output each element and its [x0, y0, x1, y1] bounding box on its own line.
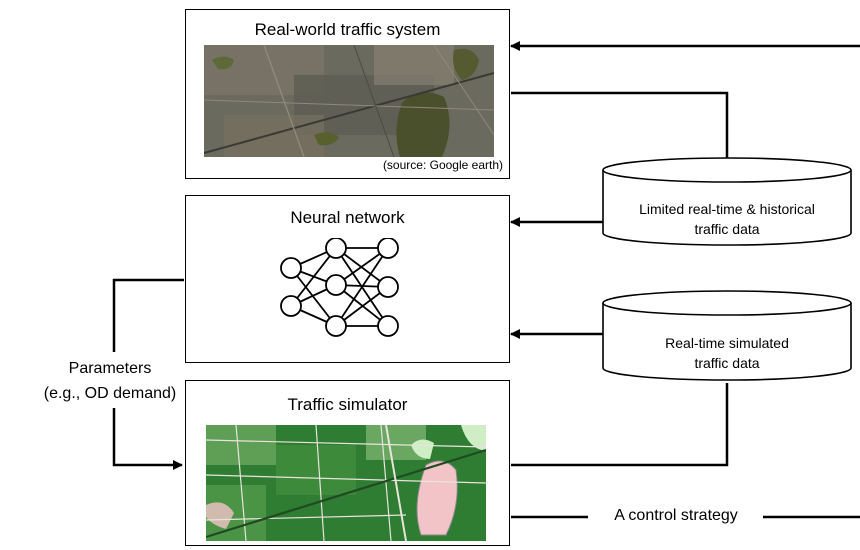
simulated-data-line2: traffic data	[694, 355, 760, 371]
parameters-arrow-bottom	[112, 408, 183, 470]
real-world-box: Real-world traffic system (source: Googl…	[185, 9, 510, 179]
simulated-data-line1: Real-time simulated	[665, 335, 789, 351]
neural-network-icon	[280, 238, 399, 337]
simulator-map-image	[206, 425, 486, 541]
neural-network-title: Neural network	[290, 208, 405, 227]
historical-data-label: Limited real-time & historical traffic d…	[603, 199, 851, 239]
simulator-to-db-line	[511, 383, 729, 467]
historical-data-line2: traffic data	[694, 221, 760, 237]
parameters-label: Parameters (e.g., OD demand)	[0, 356, 220, 406]
traffic-simulator-box: Traffic simulator	[185, 380, 510, 546]
parameters-line2: (e.g., OD demand)	[43, 385, 177, 402]
parameters-line1: Parameters	[68, 360, 152, 377]
neural-network-box: Neural network	[185, 195, 510, 363]
simulated-data-cylinder	[602, 290, 852, 381]
image-credit: (source: Google earth)	[382, 158, 503, 172]
simulated-data-label: Real-time simulated traffic data	[603, 333, 851, 373]
historical-data-cylinder	[602, 157, 852, 246]
satellite-image	[204, 45, 494, 157]
real-world-title: Real-world traffic system	[254, 20, 441, 39]
control-strategy-label: A control strategy	[614, 507, 738, 524]
traffic-simulator-title: Traffic simulator	[287, 395, 408, 414]
parameters-line-top	[112, 278, 184, 352]
realworld-to-db-line	[511, 91, 729, 158]
historical-data-line1: Limited real-time & historical	[639, 201, 815, 217]
